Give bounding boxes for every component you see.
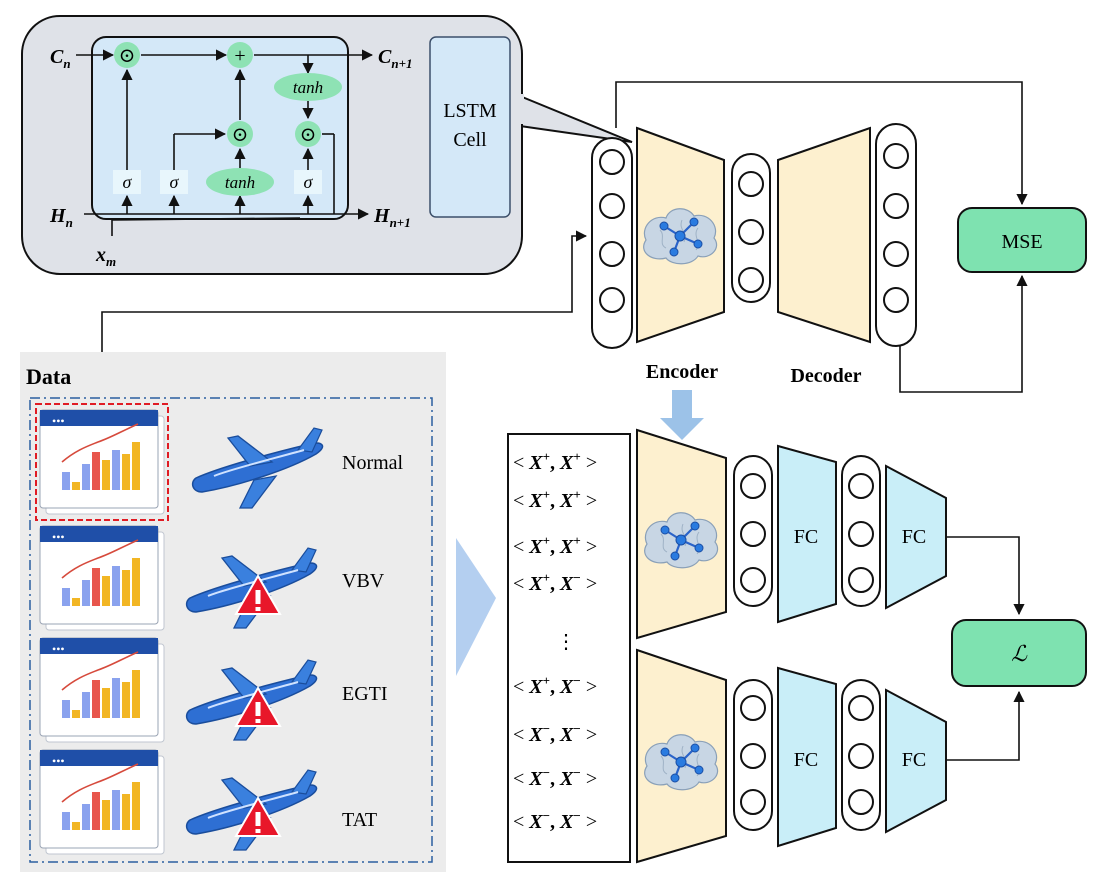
autoencoder: Encoder Decoder MSE xyxy=(101,81,1087,406)
fc-block-top-1 xyxy=(777,444,837,624)
fc-label-top-1: FC xyxy=(794,526,818,548)
fc-block-bottom-1 xyxy=(777,666,837,848)
mse-box xyxy=(957,207,1087,273)
pairs-ellipsis: ⋮ xyxy=(556,631,576,653)
output-multiply-node xyxy=(295,121,321,147)
sample-pair-row: < X+, X+ > xyxy=(513,449,597,474)
output-layer xyxy=(875,123,917,347)
svg-text:Cn: Cn xyxy=(50,46,71,71)
c-out-sub: n+1 xyxy=(391,56,412,71)
data-dashed-border xyxy=(29,397,433,863)
sample-pair-row: < X−, X− > xyxy=(513,721,597,746)
fc-label-top-2: FC xyxy=(902,526,926,548)
lstm-cell-box xyxy=(429,36,511,218)
sample-pair-row: < X+, X+ > xyxy=(513,533,597,558)
input-layer-nodes xyxy=(599,149,625,313)
svg-text:xm: xm xyxy=(95,244,116,269)
input-tanh-node xyxy=(206,168,274,196)
pairs-box xyxy=(507,433,631,863)
class-label-egti: EGTI xyxy=(342,683,388,705)
forget-multiply-label: ⊙ xyxy=(119,45,136,67)
class-label-tat: TAT xyxy=(342,809,377,831)
svg-text:Hn+1: Hn+1 xyxy=(373,205,411,230)
sigma-gate-3 xyxy=(294,170,322,194)
c-in-label: C xyxy=(50,46,64,68)
svg-text:Cn+1: Cn+1 xyxy=(378,46,412,71)
cell-add-label: + xyxy=(234,45,245,67)
pairs-panel: < X+, X+ > < X+, X+ > < X+, X+ > < X+, X− >… xyxy=(507,433,631,863)
c-out-label: C xyxy=(378,46,392,68)
transfer-arrow-icon xyxy=(660,390,704,440)
contrastive-loss: ℒ xyxy=(946,536,1087,761)
lstm-cell-label-2: Cell xyxy=(453,129,487,151)
sigma-gate-3-label: σ xyxy=(304,172,314,192)
sample-pair-row: < X+, X+ > xyxy=(513,487,597,512)
svg-text:Hn: Hn xyxy=(49,205,73,230)
lstm-connections xyxy=(76,49,374,236)
fc-label-bottom-1: FC xyxy=(794,749,818,771)
loss-box xyxy=(951,619,1087,687)
output-layer-nodes xyxy=(883,143,909,313)
input-multiply-node xyxy=(227,121,253,147)
sample-pair-row: < X+, X− > xyxy=(513,570,597,595)
selected-sample-highlight xyxy=(35,403,169,521)
siamese-branch-bottom: FC FC xyxy=(636,648,947,864)
class-label-vbv: VBV xyxy=(342,570,385,592)
data-title: Data xyxy=(26,364,71,389)
fc-block-top-2 xyxy=(885,464,947,610)
cell-add-node xyxy=(227,42,253,68)
sigma-gate-2-label: σ xyxy=(170,172,180,192)
siamese-branch-top: FC FC xyxy=(636,428,947,640)
c-in-sub: n xyxy=(63,56,70,71)
window-dots-1: ••• xyxy=(52,414,65,428)
window-dots-2: ••• xyxy=(52,530,65,544)
sample-pair-row: < X−, X− > xyxy=(513,765,597,790)
window-dots-3: ••• xyxy=(52,642,65,656)
h-out-sub: n+1 xyxy=(390,215,411,230)
lstm-gates: ⊙ + tanh ⊙ ⊙ σ σ tanh σ xyxy=(113,42,342,196)
x-in-sub: m xyxy=(106,254,116,269)
decoder-label: Decoder xyxy=(790,365,861,387)
window-dots-4: ••• xyxy=(52,754,65,768)
output-multiply-label: ⊙ xyxy=(300,124,317,146)
autoencoder-connections xyxy=(101,81,1028,406)
h-out-label: H xyxy=(373,205,391,227)
data-panel: Data ••• ••• ••• ••• Normal VBV EGTI TAT xyxy=(20,352,446,872)
input-multiply-label: ⊙ xyxy=(232,124,249,146)
sample-pair-row: < X+, X− > xyxy=(513,673,597,698)
loss-label: ℒ xyxy=(1011,641,1028,666)
big-arrow-icon xyxy=(456,538,496,676)
input-tanh-label: tanh xyxy=(225,173,255,192)
sigma-gate-2 xyxy=(160,170,188,194)
sigma-gate-1-label: σ xyxy=(123,172,133,192)
sample-pair-row: < X−, X− > xyxy=(513,808,597,833)
encoder-label: Encoder xyxy=(646,361,718,383)
x-in-label: x xyxy=(95,244,106,266)
latent-layer-nodes xyxy=(738,171,764,293)
forget-multiply-node xyxy=(114,42,140,68)
class-label-normal: Normal xyxy=(342,452,404,474)
mse-label: MSE xyxy=(1001,231,1042,253)
lstm-io-labels: Cn Cn+1 Hn Hn+1 xm xyxy=(49,46,412,269)
decoder-block xyxy=(777,126,871,344)
fc-block-bottom-2 xyxy=(885,688,947,834)
cell-tanh-node xyxy=(274,73,342,101)
cell-tanh-label: tanh xyxy=(293,78,323,97)
lstm-cell-label-1: LSTM xyxy=(443,100,497,122)
h-in-label: H xyxy=(49,205,67,227)
sigma-gate-1 xyxy=(113,170,141,194)
fc-label-bottom-2: FC xyxy=(902,749,926,771)
h-in-sub: n xyxy=(66,215,73,230)
